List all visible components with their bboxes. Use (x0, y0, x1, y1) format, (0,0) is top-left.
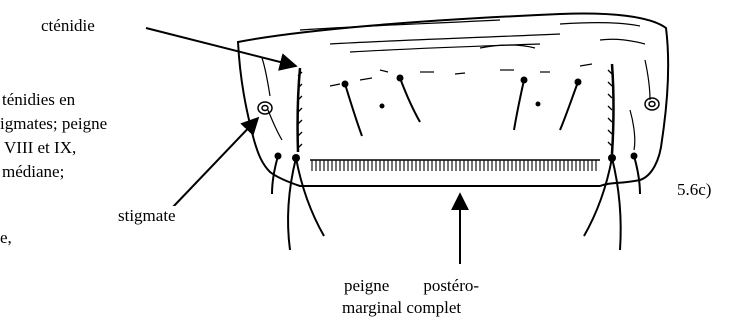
figure-number: 5.6c) (676, 180, 712, 200)
lateral-ctenidia (298, 64, 614, 154)
stigmata (258, 98, 659, 114)
ctenidie-label: cténidie (40, 16, 96, 36)
side-caption-line: e, (0, 228, 12, 248)
stigmate-arrow (172, 118, 258, 208)
cuticle-sketch-lines (262, 20, 650, 150)
side-caption-line: igmates; peigne (0, 114, 107, 134)
side-caption-line: VIII et IX, (4, 138, 76, 158)
label-arrows (146, 28, 460, 264)
side-caption-line: ténidies en (2, 90, 75, 110)
ctenidie-arrow (146, 28, 296, 66)
peigne-label-line2: marginal complet (341, 298, 462, 318)
peigne-label-line1: peigne postéro- (343, 276, 480, 296)
side-caption-line: médiane; (2, 162, 64, 182)
setae (343, 76, 581, 137)
stigmate-label: stigmate (117, 206, 177, 226)
posterior-marginal-comb (310, 160, 600, 171)
